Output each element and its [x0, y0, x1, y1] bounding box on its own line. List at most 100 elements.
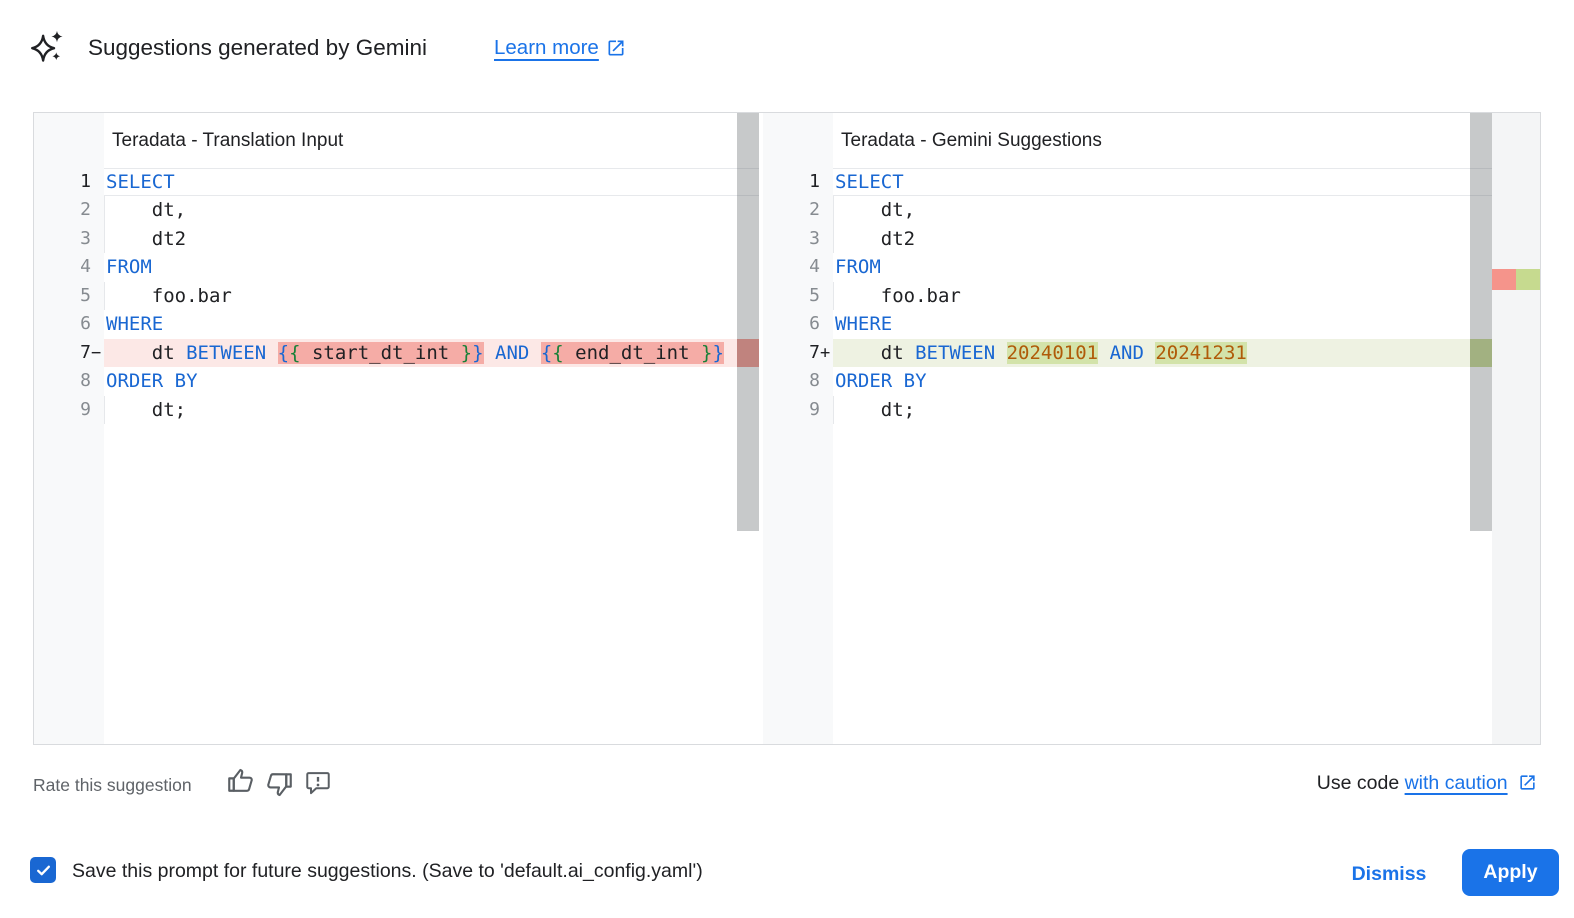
code-token: [1098, 342, 1109, 364]
diff-sign: −: [91, 342, 102, 363]
code-token: BETWEEN: [915, 341, 996, 364]
code-token: dt: [106, 341, 187, 364]
learn-more-label: Learn more: [494, 36, 599, 59]
code-line: 5 foo.bar: [34, 282, 759, 310]
ruler-removed-marker: [1492, 269, 1516, 290]
code-token: [266, 342, 277, 364]
diff-marker-removed: [737, 339, 759, 367]
thumbs-down-icon: [267, 773, 292, 797]
code-text: WHERE: [104, 310, 759, 338]
code-token: {: [289, 341, 301, 364]
line-number: 4: [809, 256, 820, 278]
code-line: 9 dt;: [763, 396, 1540, 424]
diff-overview-ruler: [1492, 113, 1540, 744]
diff-marker-added: [1470, 339, 1492, 367]
line-number: 9: [80, 398, 91, 420]
code-token: dt2: [835, 227, 916, 250]
line-number: 2: [809, 199, 820, 221]
line-number: 7+: [763, 339, 833, 367]
code-token: SELECT: [106, 171, 175, 193]
feedback-button[interactable]: [302, 768, 334, 800]
scrollbar: [737, 113, 759, 744]
dismiss-button[interactable]: Dismiss: [1334, 857, 1444, 891]
code-token: {: [552, 341, 564, 364]
code-text: ORDER BY: [104, 367, 759, 395]
code-text: FROM: [104, 253, 759, 281]
code-token: [529, 342, 540, 364]
code-text: foo.bar: [833, 282, 1540, 310]
save-prompt-checkbox[interactable]: [30, 857, 56, 883]
code-text: foo.bar: [104, 282, 759, 310]
code-text: FROM: [833, 253, 1540, 281]
code-line: 7− dt BETWEEN {{ start_dt_int }} AND {{ …: [34, 338, 759, 368]
code-token: WHERE: [835, 313, 893, 336]
code-text: ORDER BY: [833, 367, 1540, 395]
with-caution-link[interactable]: with caution: [1405, 772, 1537, 794]
code-line: 4 FROM: [34, 253, 759, 281]
code-token: }: [701, 341, 713, 364]
code-line: 2 dt,: [763, 196, 1540, 224]
line-number: 4: [80, 256, 91, 278]
line-number: 3: [809, 227, 820, 249]
code-token: dt: [835, 341, 916, 364]
scrollbar-thumb[interactable]: [737, 113, 759, 531]
code-line: 3 dt2: [763, 225, 1540, 253]
line-number: 1: [80, 171, 91, 192]
line-number-gutter: [763, 113, 833, 744]
diff-sign: +: [820, 342, 831, 363]
line-number: 2: [80, 199, 91, 221]
code-token: [995, 342, 1006, 364]
code-token: {: [277, 341, 290, 364]
code-token: WHERE: [106, 313, 164, 336]
code-line: 3 dt2: [34, 225, 759, 253]
thumbs-up-icon: [228, 768, 253, 792]
ruler-added-marker: [1516, 269, 1540, 290]
code-token: ORDER BY: [106, 370, 198, 393]
use-code-text: Use code: [1316, 772, 1400, 794]
scrollbar-thumb[interactable]: [1470, 113, 1492, 531]
code-text: WHERE: [833, 310, 1540, 338]
right-panel-title: Teradata - Gemini Suggestions: [841, 129, 1102, 151]
line-number: 8: [80, 370, 91, 392]
line-number: 6: [809, 313, 820, 335]
code-token: }: [472, 341, 484, 364]
thumbs-up-button[interactable]: [225, 766, 257, 798]
apply-button[interactable]: Apply: [1462, 849, 1559, 896]
with-caution-label: with caution: [1404, 772, 1508, 794]
code-token: dt;: [106, 398, 187, 421]
code-token: [484, 342, 495, 364]
code-token: FROM: [835, 256, 881, 279]
line-number: 3: [80, 227, 91, 249]
code-line: 9 dt;: [34, 396, 759, 424]
code-token: {: [540, 341, 553, 364]
code-token: [1144, 342, 1155, 364]
code-text: dt;: [104, 396, 759, 424]
code-text: dt2: [833, 225, 1540, 253]
code-token: AND: [1109, 341, 1144, 364]
page-title: Suggestions generated by Gemini: [88, 35, 427, 60]
code-token: foo.bar: [106, 284, 232, 307]
learn-more-link[interactable]: Learn more: [494, 34, 626, 62]
code-token: dt2: [106, 227, 187, 250]
line-number-gutter: [34, 113, 104, 744]
line-number: 5: [809, 284, 820, 306]
feedback-icon: [306, 771, 330, 794]
thumbs-down-button[interactable]: [263, 769, 295, 801]
code-line: 5 foo.bar: [763, 282, 1540, 310]
code-line: 6 WHERE: [763, 310, 1540, 338]
code-line: 2 dt,: [34, 196, 759, 224]
line-number: 7−: [34, 339, 104, 367]
save-prompt-label: Save this prompt for future suggestions.…: [72, 860, 703, 882]
code-token: dt,: [106, 199, 187, 222]
rate-label: Rate this suggestion: [33, 775, 192, 795]
code-line: 7+ dt BETWEEN 20240101 AND 20241231: [763, 338, 1540, 368]
code-token: AND: [495, 341, 530, 364]
external-link-icon: [1520, 775, 1535, 790]
code-token: foo.bar: [835, 284, 961, 307]
